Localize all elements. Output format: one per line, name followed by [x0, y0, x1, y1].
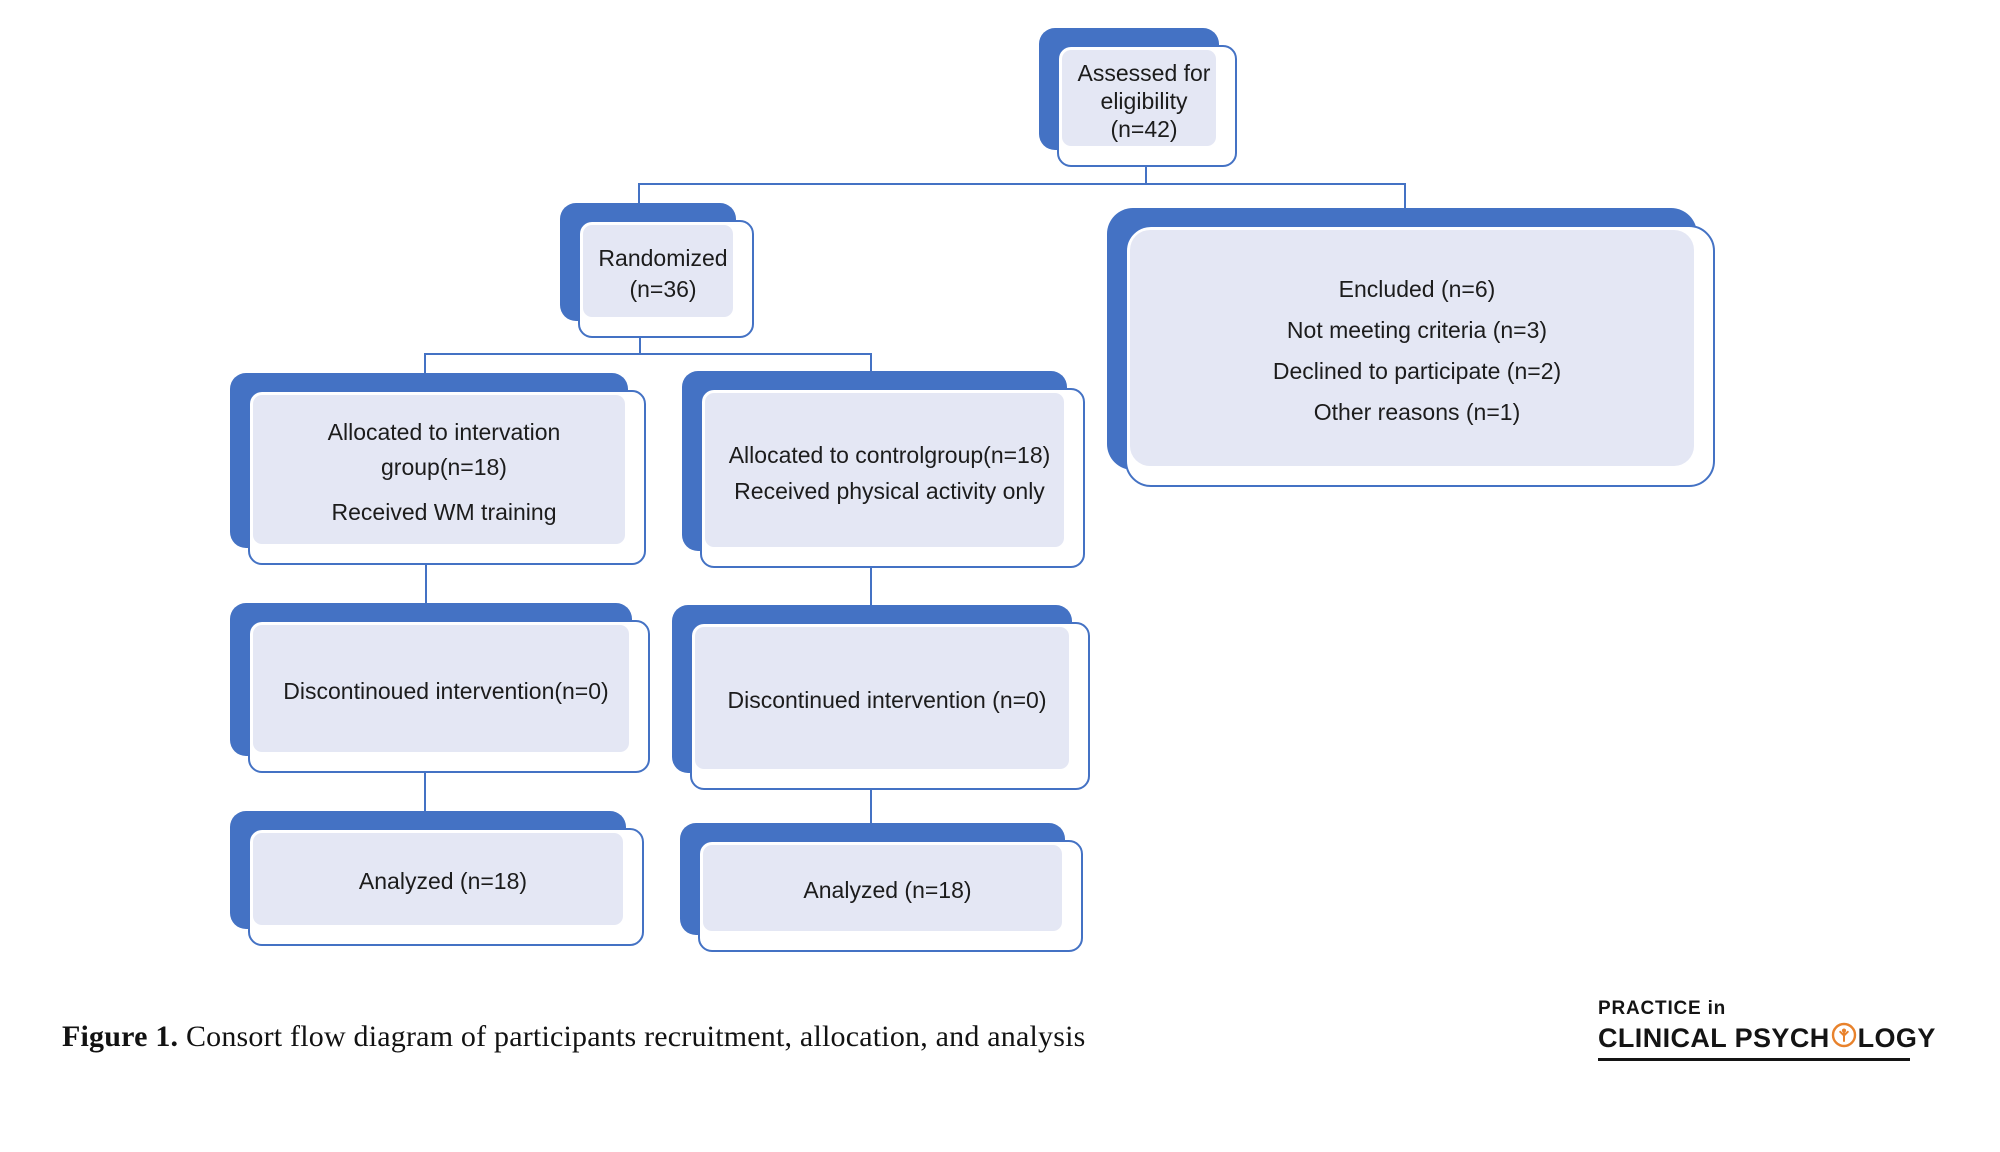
box-fill	[1062, 50, 1216, 146]
person-in-circle-icon	[1831, 1022, 1857, 1055]
box-text: Allocated to controlgroup(n=18) Received…	[728, 441, 1051, 505]
connector-to-allocated-control	[870, 353, 872, 374]
box-fill	[253, 833, 623, 925]
connector-to-allocated-intervention	[424, 353, 426, 376]
box-text: Allocated to intervation group(n=18) Rec…	[327, 419, 561, 526]
box-frame: Analyzed (n=18)	[698, 840, 1083, 952]
journal-logo: PRACTICE in CLINICAL PSYCH LOGY	[1598, 998, 1935, 1061]
box-text: Discontinued intervention (n=0)	[727, 687, 1047, 714]
box-allocated-intervention: Allocated to intervation group(n=18) Rec…	[230, 373, 646, 565]
connector-level1-horizontal	[638, 183, 1406, 185]
box-text: Analyzed (n=18)	[803, 877, 972, 904]
box-allocated-control: Allocated to controlgroup(n=18) Received…	[682, 371, 1085, 568]
connector-discontinued-intervention-down	[424, 772, 426, 813]
box-frame: Randomized (n=36)	[578, 220, 754, 338]
box-fill	[583, 225, 733, 317]
box-frame: Analyzed (n=18)	[248, 828, 644, 946]
box-text: Encluded (n=6) Not meeting criteria (n=3…	[1272, 276, 1562, 425]
box-fill	[695, 627, 1069, 769]
connector-allocated-control-down	[870, 567, 872, 607]
connector-to-excluded	[1404, 183, 1406, 208]
box-frame: Discontinoued intervention(n=0)	[248, 620, 650, 773]
box-text: Analyzed (n=18)	[358, 868, 528, 895]
figure-caption-text: Consort flow diagram of participants rec…	[185, 1020, 1086, 1053]
connector-allocated-intervention-down	[425, 564, 427, 605]
box-assessed-for-eligibility: Assessed for eligibility (n=42)	[1039, 28, 1237, 167]
figure-caption: Figure 1. Consort flow diagram of partic…	[62, 1020, 1086, 1054]
box-frame: Discontinued intervention (n=0)	[690, 622, 1090, 790]
box-text: Assessed for eligibility (n=42)	[1077, 59, 1211, 143]
box-text: Discontinoued intervention(n=0)	[283, 677, 609, 704]
box-frame: Allocated to controlgroup(n=18) Received…	[700, 388, 1085, 568]
connector-randomized-down	[639, 337, 641, 355]
box-analyzed-control: Analyzed (n=18)	[680, 823, 1083, 952]
box-fill	[253, 625, 629, 752]
box-text: Randomized (n=36)	[598, 244, 728, 302]
box-analyzed-intervention: Analyzed (n=18)	[230, 811, 644, 946]
journal-logo-top-line: PRACTICE in	[1598, 998, 1727, 1019]
box-frame: Assessed for eligibility (n=42)	[1057, 45, 1237, 167]
box-excluded: Encluded (n=6) Not meeting criteria (n=3…	[1107, 208, 1715, 487]
box-fill	[253, 395, 625, 544]
box-frame: Encluded (n=6) Not meeting criteria (n=3…	[1125, 225, 1715, 487]
box-discontinued-intervention: Discontinoued intervention(n=0)	[230, 603, 650, 773]
box-fill	[703, 845, 1062, 931]
connector-discontinued-control-down	[870, 789, 872, 825]
connector-assessed-down	[1145, 166, 1147, 185]
box-fill	[1130, 230, 1694, 466]
box-fill	[705, 393, 1064, 547]
connector-level2-horizontal	[424, 353, 872, 355]
box-discontinued-control: Discontinued intervention (n=0)	[672, 605, 1090, 790]
connector-to-randomized	[638, 183, 640, 207]
journal-logo-bottom-line: CLINICAL PSYCH LOGY	[1598, 1022, 1935, 1061]
box-frame: Allocated to intervation group(n=18) Rec…	[248, 390, 646, 565]
figure-caption-label: Figure 1.	[62, 1020, 179, 1053]
box-randomized: Randomized (n=36)	[560, 203, 754, 338]
